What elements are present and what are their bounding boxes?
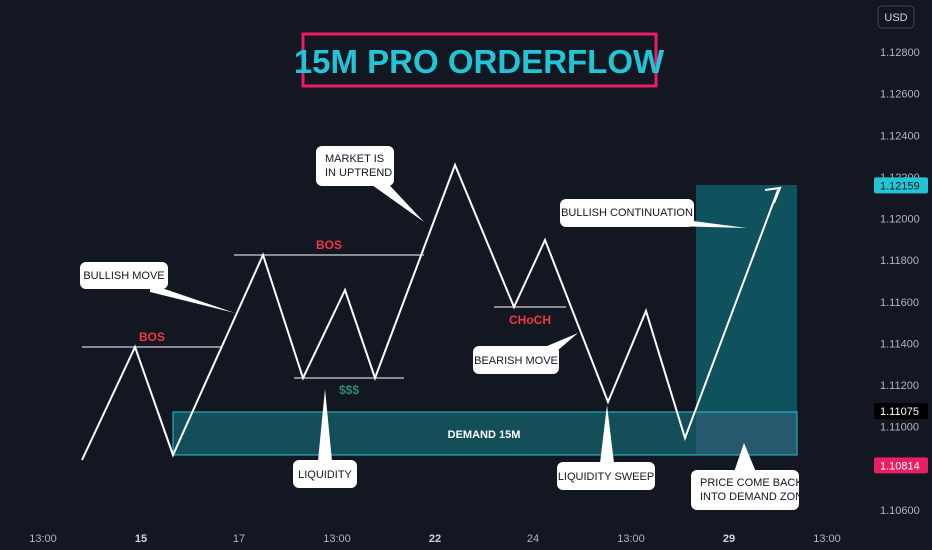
callout-liquidity-sweep: LIQUIDITY SWEEP — [557, 405, 655, 490]
price-tick-label: 1.11800 — [880, 255, 919, 267]
time-axis: 13:00 15 17 13:00 22 24 13:00 29 13:00 — [29, 533, 841, 545]
callout-bearish-move: BEARISH MOVE — [473, 333, 578, 374]
price-tags: 1.12159 1.11075 1.10814 — [874, 177, 928, 474]
time-tick-label: 13:00 — [323, 533, 351, 545]
price-tag: 1.11075 — [874, 403, 928, 420]
price-tag-label: 1.11075 — [880, 406, 919, 418]
callout-bullish-continuation: BULLISH CONTINUATION — [560, 199, 747, 228]
price-tick-label: 1.12000 — [880, 214, 920, 226]
liquidity-marker: $$$ — [339, 383, 359, 397]
callout-bullish-move-text: BULLISH MOVE — [83, 270, 164, 282]
callout-bullish-continuation-text: BULLISH CONTINUATION — [561, 207, 693, 219]
chart-title-box: 15M PRO ORDERFLOW — [294, 32, 665, 88]
time-tick-label: 17 — [233, 533, 245, 545]
price-tick-label: 1.12800 — [880, 47, 920, 59]
price-tick-label: 1.11400 — [880, 339, 919, 351]
choch-label: CHoCH — [509, 313, 551, 327]
callout-price-come-back-line1: PRICE COME BACK — [700, 477, 803, 489]
callout-market-uptrend-line1: MARKET IS — [325, 153, 384, 165]
bos-label-1: BOS — [139, 330, 165, 344]
callout-market-uptrend-line2: IN UPTREND — [325, 167, 392, 179]
callout-liquidity-text: LIQUIDITY — [298, 469, 352, 481]
price-tick-label: 1.11000 — [880, 422, 919, 434]
time-tick-label: 24 — [527, 533, 539, 545]
time-tick-label: 13:00 — [29, 533, 57, 545]
bos-label-2: BOS — [316, 238, 342, 252]
price-tag-bg — [874, 457, 928, 474]
price-tag-bg — [874, 177, 928, 194]
callout-market-uptrend: MARKET IS IN UPTREND — [316, 146, 424, 222]
long-target-zone — [696, 185, 797, 412]
currency-button[interactable]: USD — [877, 5, 915, 29]
price-tick-label: 1.11600 — [880, 297, 919, 309]
price-tick-label: 1.10600 — [880, 505, 920, 517]
callout-price-come-back-line2: INTO DEMAND ZONE — [700, 491, 810, 503]
time-tick-label: 13:00 — [617, 533, 645, 545]
callout-price-come-back: PRICE COME BACK INTO DEMAND ZONE — [691, 443, 810, 510]
time-tick-label: 22 — [429, 533, 441, 545]
callout-liquidity-sweep-text: LIQUIDITY SWEEP — [558, 471, 654, 483]
price-tick-label: 1.11200 — [880, 380, 919, 392]
price-path — [81, 162, 779, 461]
arrow-head — [764, 186, 782, 204]
callout-bearish-move-text: BEARISH MOVE — [474, 355, 558, 367]
time-tick-label: 13:00 — [813, 533, 841, 545]
chart-title: 15M PRO ORDERFLOW — [294, 43, 665, 80]
time-tick-label: 15 — [135, 533, 147, 545]
demand-zone-label: DEMAND 15M — [448, 429, 521, 441]
price-tag-bg — [874, 403, 928, 420]
time-tick-label: 29 — [723, 533, 735, 545]
price-tag: 1.12159 — [874, 177, 928, 194]
price-tag-label: 1.12159 — [880, 180, 920, 192]
price-tick-label: 1.12600 — [880, 89, 920, 101]
callout-liquidity: LIQUIDITY — [293, 389, 357, 488]
price-tag: 1.10814 — [874, 457, 928, 474]
price-tag-label: 1.10814 — [880, 460, 920, 472]
price-tick-label: 1.12400 — [880, 130, 920, 142]
currency-label: USD — [884, 12, 907, 24]
callout-bullish-move: BULLISH MOVE — [80, 262, 235, 313]
